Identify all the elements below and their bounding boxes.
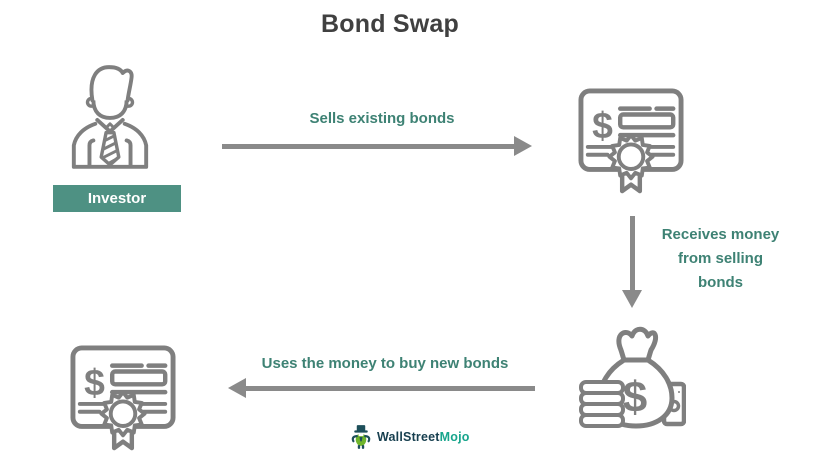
- sell-flow-label: Sells existing bonds: [309, 110, 455, 127]
- wallstreetmojo-mascot-icon: [350, 424, 372, 450]
- buy-flow-label: Uses the money to buy new bonds: [261, 355, 509, 372]
- wallstreetmojo-logo: WallStreetMojo: [350, 424, 470, 450]
- buy-arrow-head-icon: [228, 378, 246, 398]
- receive-flow-label: Receives money from selling bonds: [661, 226, 780, 291]
- page-title: Bond Swap: [321, 10, 459, 38]
- logo-text-primary: WallStreet: [377, 430, 440, 444]
- logo-wordmark: WallStreetMojo: [377, 430, 470, 444]
- investor-label: Investor: [53, 185, 181, 212]
- investor-person-icon: [66, 61, 154, 171]
- logo-text-accent: Mojo: [439, 430, 470, 444]
- sell-arrow: [222, 144, 516, 149]
- receive-arrow: [630, 216, 635, 292]
- certificate-dollar-glyph: $: [592, 104, 613, 146]
- sell-arrow-head-icon: [514, 136, 532, 156]
- receive-arrow-head-icon: [622, 290, 642, 308]
- money-bag-dollar-glyph: $: [623, 373, 647, 422]
- bond-certificate-icon: $: [578, 88, 684, 196]
- money-bag-icon: $: [578, 324, 686, 432]
- bond-certificate-icon: $: [70, 345, 176, 453]
- buy-arrow: [245, 386, 535, 391]
- certificate-dollar-glyph: $: [84, 361, 105, 403]
